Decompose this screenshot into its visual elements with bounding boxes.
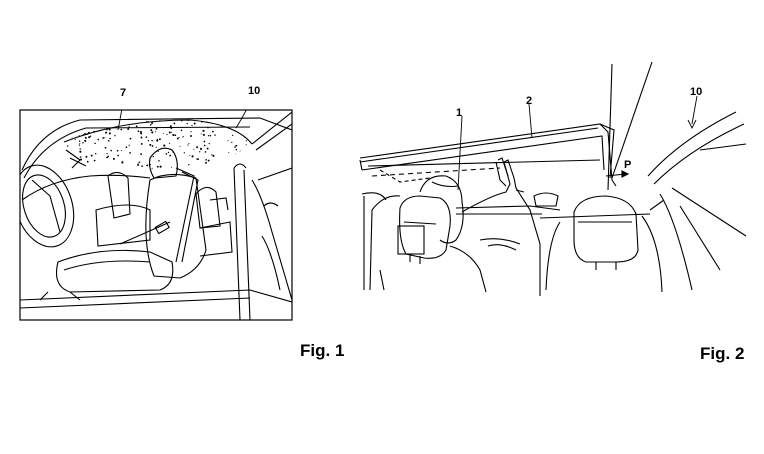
fig1-ref-10: 10 bbox=[248, 85, 260, 97]
fig2-ref-10: 10 bbox=[690, 86, 702, 98]
figure-1-caption: Fig. 1 bbox=[300, 341, 345, 360]
fig2-ref-2: 2 bbox=[526, 95, 532, 107]
figure-2-caption: Fig. 2 bbox=[700, 344, 745, 363]
figure-2 bbox=[359, 61, 747, 296]
fig2-ref-P: P bbox=[624, 159, 631, 171]
stippled-glazing-area-7 bbox=[64, 119, 250, 169]
figure-1 bbox=[19, 109, 293, 321]
fig1-ref-7: 7 bbox=[120, 87, 126, 99]
fig2-ref-1: 1 bbox=[456, 107, 462, 119]
figure-1-frame bbox=[19, 109, 293, 321]
